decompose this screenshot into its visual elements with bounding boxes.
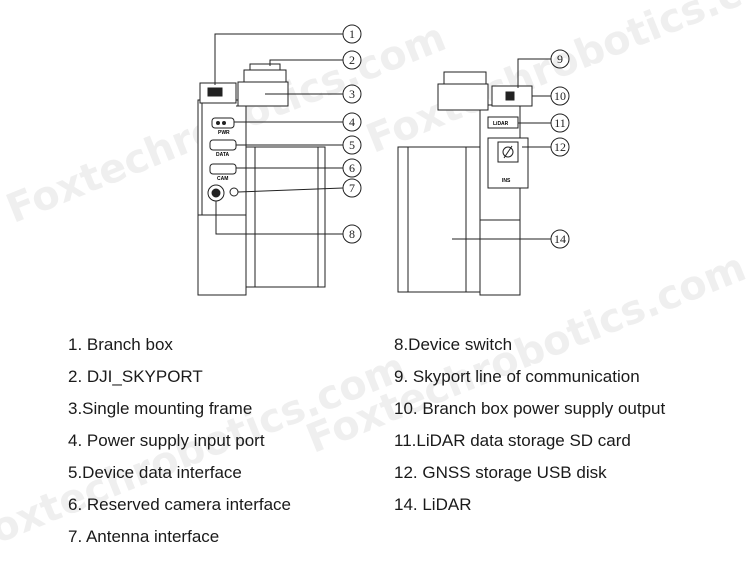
- callout-9: 9: [557, 52, 563, 66]
- legend-item: 11.LiDAR data storage SD card: [394, 431, 631, 450]
- callout-12: 12: [554, 140, 566, 154]
- callout-5: 5: [349, 138, 355, 152]
- data-port: [209, 139, 237, 151]
- panel-label-cam: CAM: [217, 176, 228, 182]
- branch-box-column-right: [479, 104, 521, 296]
- callout-14: 14: [554, 232, 566, 246]
- callout-1: 1: [349, 27, 355, 41]
- panel-label-lidar: LiDAR: [493, 121, 509, 127]
- legend-left: 1. Branch box 2. DJI_SKYPORT 3.Single mo…: [68, 329, 291, 553]
- legend-item: 1. Branch box: [68, 335, 173, 354]
- callout-10: 10: [554, 89, 566, 103]
- legend-item: 5.Device data interface: [68, 463, 242, 482]
- legend-item: 6. Reserved camera interface: [68, 495, 291, 514]
- skyport-left: [243, 69, 287, 83]
- legend-item: 3.Single mounting frame: [68, 399, 253, 418]
- device-diagram: PWR DATA CAM LiDAR INS 1 2 3 4 5 6 7 8 9…: [197, 24, 570, 296]
- panel-label-data: DATA: [216, 152, 230, 158]
- panel-label-pwr: PWR: [218, 130, 230, 136]
- legend-item: 2. DJI_SKYPORT: [68, 367, 203, 386]
- legend-item: 4. Power supply input port: [68, 431, 265, 450]
- callout-11: 11: [554, 116, 566, 130]
- legend-item: 7. Antenna interface: [68, 527, 220, 546]
- lidar-body-right: [397, 146, 483, 293]
- legend-item: 8.Device switch: [394, 335, 513, 354]
- callout-8: 8: [349, 227, 355, 241]
- lidar-body-left: [244, 146, 326, 288]
- callout-7: 7: [349, 181, 355, 195]
- callout-2: 2: [349, 53, 355, 67]
- legend-item: 14. LiDAR: [394, 495, 472, 514]
- legend-right: 8.Device switch 9. Skyport line of commu…: [394, 329, 665, 521]
- legend-item: 10. Branch box power supply output: [394, 399, 666, 418]
- callout-4: 4: [349, 115, 355, 129]
- mounting-frame-right: [437, 83, 489, 111]
- legend-item: 12. GNSS storage USB disk: [394, 463, 607, 482]
- panel-label-ins: INS: [502, 178, 511, 184]
- camera-port: [209, 163, 237, 175]
- callout-3: 3: [349, 87, 355, 101]
- legend-item: 9. Skyport line of communication: [394, 367, 640, 386]
- device-switch: [229, 187, 239, 197]
- callout-6: 6: [349, 161, 355, 175]
